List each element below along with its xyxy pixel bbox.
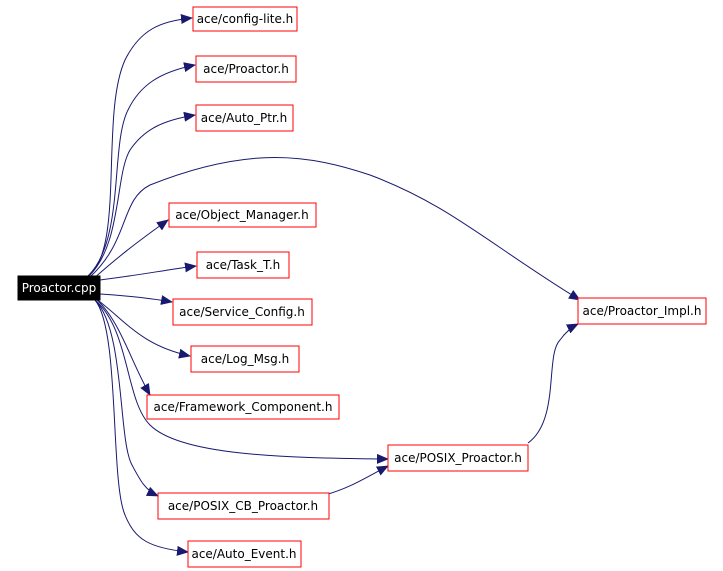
edge-root-auto-event bbox=[94, 299, 189, 556]
node-auto-ptr[interactable]: ace/Auto_Ptr.h bbox=[195, 104, 294, 132]
node-proactor-h[interactable]: ace/Proactor.h bbox=[195, 55, 297, 83]
node-framework-component[interactable]: ace/Framework_Component.h bbox=[146, 394, 340, 420]
edge-posix-proactor-to-proactor-impl bbox=[527, 323, 579, 444]
node-label-service-config: ace/Service_Config.h bbox=[179, 305, 305, 319]
node-posix-cb-proactor[interactable]: ace/POSIX_CB_Proactor.h bbox=[157, 492, 330, 520]
node-label-proactor-cpp: Proactor.cpp bbox=[22, 281, 97, 295]
node-label-framework-component: ace/Framework_Component.h bbox=[154, 400, 333, 414]
edge-root-framework-component bbox=[94, 297, 151, 396]
node-proactor-impl[interactable]: ace/Proactor_Impl.h bbox=[577, 297, 707, 325]
edge-root-proactor-h bbox=[87, 62, 196, 277]
node-log-msg[interactable]: ace/Log_Msg.h bbox=[190, 345, 300, 373]
node-proactor-cpp[interactable]: Proactor.cpp bbox=[17, 275, 101, 301]
edge-posix-cb-to-posix-proactor bbox=[324, 465, 389, 496]
node-posix-proactor[interactable]: ace/POSIX_Proactor.h bbox=[387, 444, 529, 472]
node-label-auto-ptr: ace/Auto_Ptr.h bbox=[201, 111, 287, 125]
node-label-task-t: ace/Task_T.h bbox=[206, 258, 281, 272]
node-label-proactor-impl: ace/Proactor_Impl.h bbox=[583, 304, 702, 318]
node-object-manager[interactable]: ace/Object_Manager.h bbox=[168, 202, 317, 228]
node-label-object-manager: ace/Object_Manager.h bbox=[175, 208, 308, 222]
edge-root-auto-ptr bbox=[87, 111, 196, 278]
edge-root-task-t bbox=[99, 262, 197, 281]
node-task-t[interactable]: ace/Task_T.h bbox=[196, 251, 290, 279]
node-label-config-lite: ace/config-lite.h bbox=[197, 12, 294, 26]
node-label-posix-proactor: ace/POSIX_Proactor.h bbox=[394, 451, 522, 465]
edge-root-posix-cb-proactor bbox=[94, 299, 159, 497]
edge-root-log-msg bbox=[94, 297, 191, 359]
edge-root-posix-proactor bbox=[94, 299, 389, 464]
node-label-auto-event: ace/Auto_Event.h bbox=[191, 547, 296, 561]
node-label-proactor-h: ace/Proactor.h bbox=[203, 62, 289, 76]
edge-root-config-lite bbox=[87, 14, 193, 277]
node-auto-event[interactable]: ace/Auto_Event.h bbox=[187, 540, 302, 568]
edge-root-proactor-impl bbox=[89, 157, 581, 301]
node-label-posix-cb-proactor: ace/POSIX_CB_Proactor.h bbox=[168, 499, 318, 513]
node-config-lite[interactable]: ace/config-lite.h bbox=[192, 6, 298, 32]
node-label-log-msg: ace/Log_Msg.h bbox=[201, 352, 289, 366]
edge-root-service-config bbox=[99, 293, 173, 305]
edge-root-object-manager bbox=[91, 219, 169, 281]
node-service-config[interactable]: ace/Service_Config.h bbox=[172, 298, 313, 326]
